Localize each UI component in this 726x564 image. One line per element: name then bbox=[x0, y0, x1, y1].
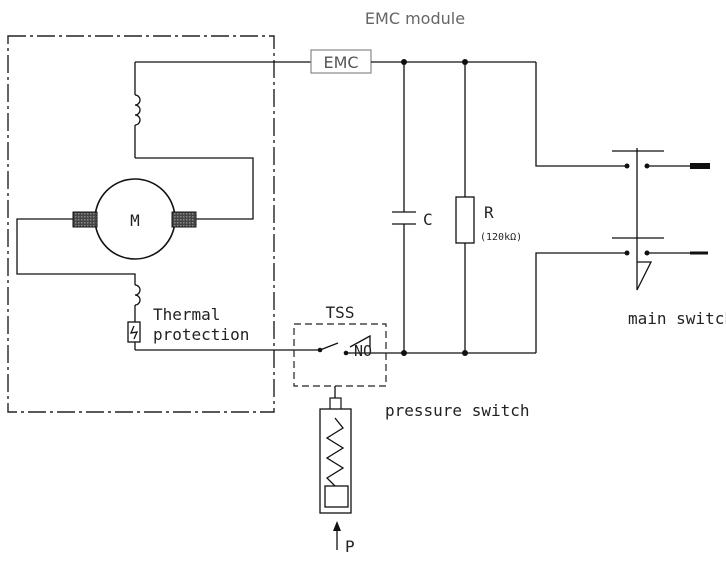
wire-right-loop bbox=[135, 157, 254, 220]
thermal-label-line2: protection bbox=[153, 325, 249, 344]
resistor-value: (120kΩ) bbox=[480, 232, 522, 243]
tss-label: TSS bbox=[326, 303, 355, 322]
actuator-piston bbox=[324, 485, 349, 508]
supply-terminal-positive bbox=[690, 163, 710, 169]
field-winding-top bbox=[134, 94, 141, 126]
tss-switch-blade bbox=[319, 342, 339, 351]
actuator-spring bbox=[325, 417, 345, 487]
tss-no-label: NO bbox=[354, 342, 372, 360]
wire-to-main-switch-bottom bbox=[535, 252, 627, 353]
pressure-switch-label: pressure switch bbox=[385, 401, 530, 420]
wire-to-main-switch-top bbox=[535, 62, 627, 167]
tss-no-contact bbox=[349, 334, 371, 348]
thermal-bimetal-mark bbox=[129, 325, 139, 340]
motor-label: M bbox=[130, 211, 140, 230]
thermal-label-line1: Thermal bbox=[153, 305, 220, 324]
main-switch-contact-top-left bbox=[624, 163, 630, 169]
junction-bottom-c bbox=[401, 350, 407, 356]
resistor-symbol bbox=[455, 196, 475, 244]
pressure-label: P bbox=[345, 537, 355, 556]
main-switch-label: main switch bbox=[628, 309, 726, 328]
wire-left-loop bbox=[16, 218, 136, 285]
brush-left bbox=[72, 211, 98, 228]
emc-label: EMC bbox=[323, 53, 358, 72]
capacitor-label: C bbox=[423, 210, 433, 229]
motor-module-boundary bbox=[7, 35, 275, 413]
main-switch-contact-bottom-left bbox=[624, 250, 630, 256]
junction-bottom-r bbox=[462, 350, 468, 356]
pressure-arrow-head bbox=[333, 521, 341, 531]
brush-right bbox=[171, 211, 197, 228]
resistor-label: R bbox=[484, 203, 494, 222]
tss-boundary bbox=[293, 323, 387, 387]
emc-module-title: EMC module bbox=[365, 9, 465, 28]
field-winding-bottom bbox=[134, 284, 141, 306]
main-switch-actuator-head bbox=[636, 261, 653, 291]
